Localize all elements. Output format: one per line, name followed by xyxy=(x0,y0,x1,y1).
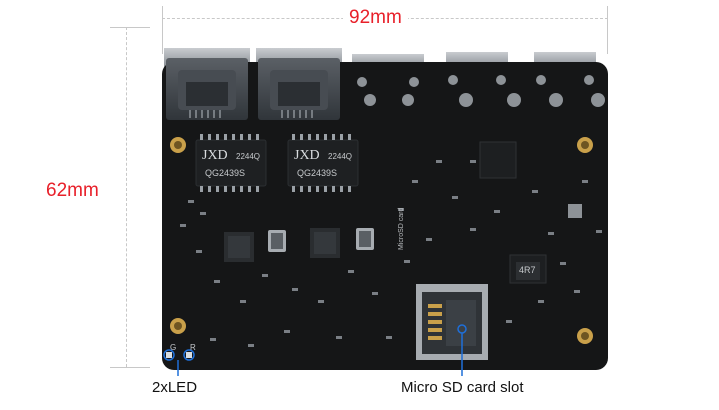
width-dimension-label: 92mm xyxy=(343,7,408,29)
ethernet-jack-left xyxy=(166,58,248,120)
transformer-left-part: QG2439S xyxy=(205,168,246,178)
transformer-right-code: 2244Q xyxy=(328,152,353,161)
ethernet-jack-right xyxy=(258,58,340,120)
status-leds xyxy=(166,352,192,358)
height-dimension-line xyxy=(126,27,127,367)
micro-sd-slot xyxy=(416,284,488,360)
mounting-holes xyxy=(170,137,593,344)
inductor-label: 4R7 xyxy=(519,265,536,275)
transformer-left-code: 2244Q xyxy=(236,152,261,161)
port-solder-pads xyxy=(357,75,605,107)
led-r-mark: R xyxy=(190,343,196,352)
width-dimension-right-tick xyxy=(607,6,608,54)
led-g-mark: G xyxy=(170,343,177,352)
height-dimension-top-tick xyxy=(110,27,150,28)
width-dimension-left-tick xyxy=(162,6,163,54)
phy-chips xyxy=(224,141,582,284)
transformer-right-part: QG2439S xyxy=(297,168,338,178)
callout-lines xyxy=(163,324,467,376)
pcb-body xyxy=(162,62,608,370)
sd-callout-label: Micro SD card slot xyxy=(401,379,524,396)
transformer-right-brand: JXD xyxy=(294,148,320,163)
smd-components xyxy=(180,160,602,347)
inductor-4r7 xyxy=(516,262,540,280)
transformer-left-brand: JXD xyxy=(202,148,228,163)
sd-silkscreen-label: MicroSD card xyxy=(398,207,405,250)
transformer-chip-right xyxy=(287,134,359,192)
led-callout-label: 2xLED xyxy=(152,379,198,396)
height-dimension-bottom-tick xyxy=(110,367,150,368)
transformer-chip-left xyxy=(195,134,267,192)
height-dimension-label: 62mm xyxy=(46,178,99,204)
